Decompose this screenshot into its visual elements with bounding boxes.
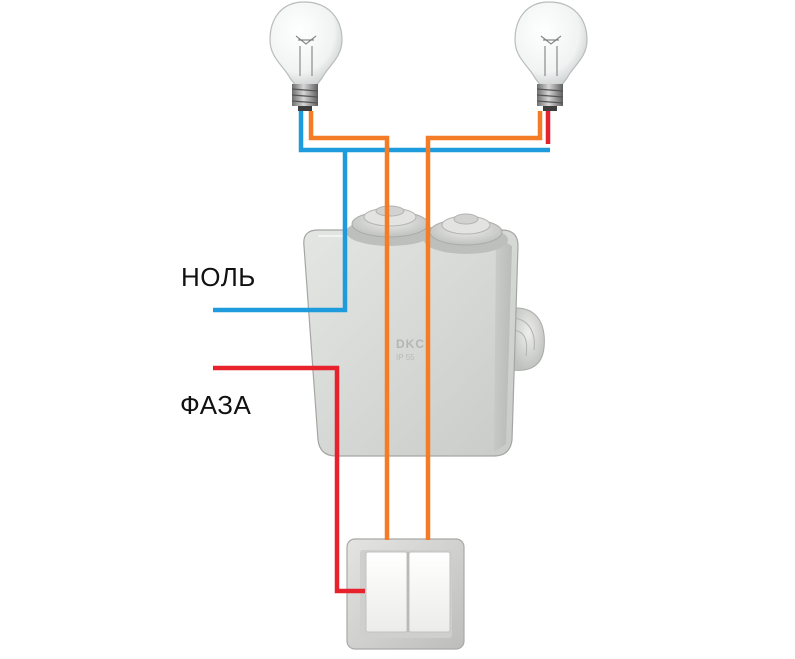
svg-text:IP 55: IP 55 <box>396 353 415 362</box>
box-top-gland-left <box>346 205 434 246</box>
box-body <box>303 229 519 457</box>
junction-box: DKC IP 55 <box>303 205 545 457</box>
two-gang-switch <box>346 538 465 650</box>
lamp-right <box>514 1 588 111</box>
switched-wire <box>308 111 543 540</box>
phase-label: ФАЗА <box>180 390 252 420</box>
switch-key-left <box>365 551 408 633</box>
lamp-right-filament <box>540 35 562 76</box>
box-side-gland <box>511 307 545 371</box>
neutral-wire <box>213 111 550 313</box>
box-brand-logo: DKC <box>396 337 425 351</box>
box-top-gland-right <box>424 213 508 254</box>
phase-wire <box>213 111 551 594</box>
lamp-left-filament <box>295 35 317 76</box>
neutral-label: НОЛЬ <box>181 262 256 292</box>
lamp-left <box>269 1 343 111</box>
switch-key-right <box>408 551 451 633</box>
